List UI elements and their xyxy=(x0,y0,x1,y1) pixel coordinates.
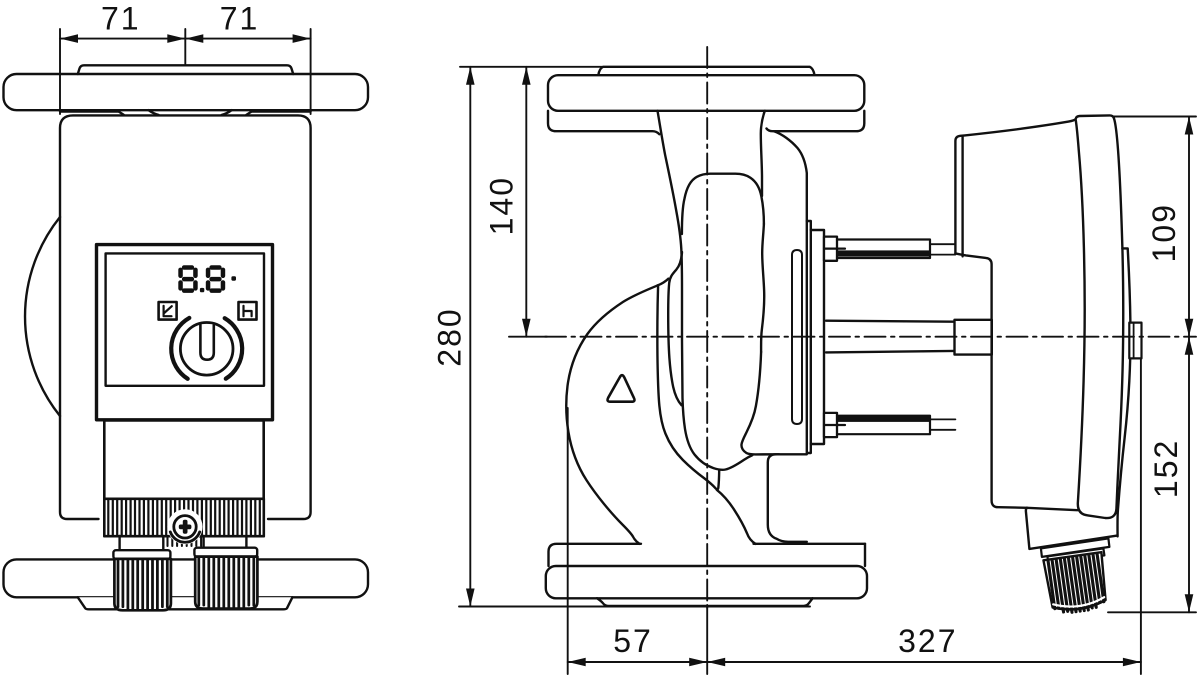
svg-text:152: 152 xyxy=(1148,439,1184,498)
svg-text:71: 71 xyxy=(220,1,260,37)
svg-text:280: 280 xyxy=(432,307,468,366)
svg-text:140: 140 xyxy=(484,176,520,235)
svg-text:327: 327 xyxy=(898,623,957,659)
svg-text:57: 57 xyxy=(613,623,653,659)
svg-text:71: 71 xyxy=(101,1,141,37)
svg-text:109: 109 xyxy=(1146,203,1182,262)
